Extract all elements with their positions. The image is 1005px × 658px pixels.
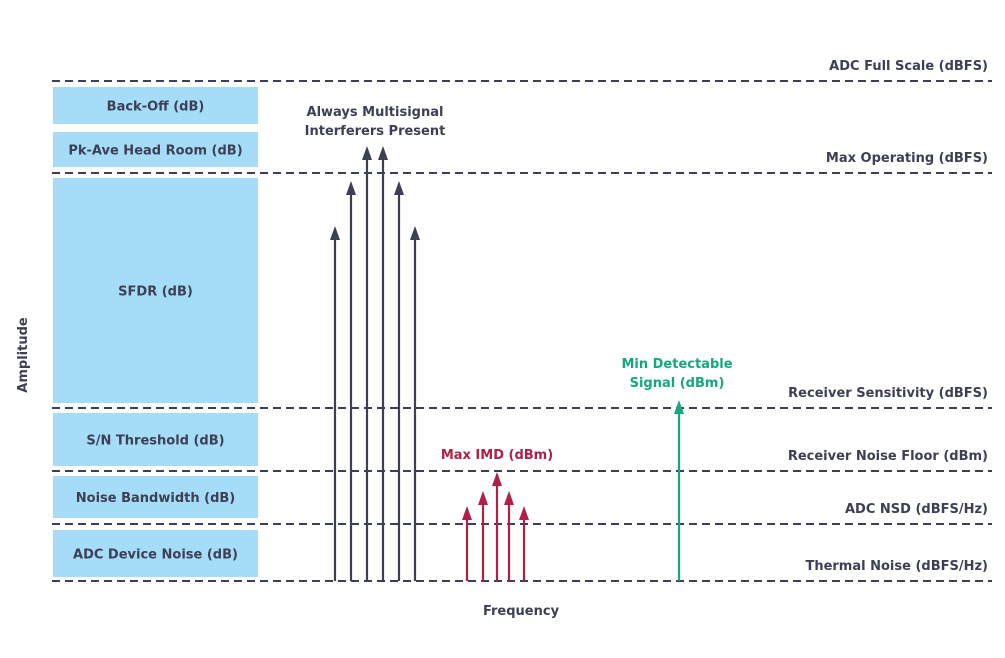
budget-box-label: SFDR (dB) xyxy=(118,285,193,300)
level-label: Max Operating (dBFS) xyxy=(826,151,988,166)
level-label: Thermal Noise (dBFS/Hz) xyxy=(805,559,988,574)
budget-box-label: Pk-Ave Head Room (dB) xyxy=(68,144,242,159)
budget-box xyxy=(53,87,258,124)
level-label: Receiver Noise Floor (dBm) xyxy=(788,449,988,464)
budget-box xyxy=(53,178,258,403)
interferer-arrow xyxy=(362,146,372,581)
budget-box-label: Noise Bandwidth (dB) xyxy=(76,491,235,506)
budget-box xyxy=(53,530,258,577)
interferer-arrow xyxy=(410,226,420,581)
budget-box-label: S/N Threshold (dB) xyxy=(86,434,224,449)
budget-box xyxy=(53,413,258,466)
interferer-arrow xyxy=(378,146,388,581)
imd-arrow xyxy=(519,506,529,581)
imd-label: Max IMD (dBm) xyxy=(441,448,553,463)
budget-box-label: Back-Off (dB) xyxy=(107,100,205,115)
interferer-arrow xyxy=(346,181,356,581)
budget-box-label: ADC Device Noise (dB) xyxy=(73,548,238,563)
imd-arrow xyxy=(492,472,502,581)
interferers-label-line2: Interferers Present xyxy=(305,124,446,139)
mds-label-line1: Min Detectable xyxy=(621,357,732,372)
mds-label-line2: Signal (dBm) xyxy=(630,376,725,391)
budget-box xyxy=(53,132,258,167)
imd-arrow xyxy=(462,506,472,581)
level-label: ADC Full Scale (dBFS) xyxy=(829,59,988,74)
y-axis-label: Amplitude xyxy=(16,317,31,393)
budget-box xyxy=(53,476,258,518)
interferers-label-line1: Always Multisignal xyxy=(307,105,444,120)
min-detectable-signal-arrow xyxy=(674,400,684,581)
interferer-arrow xyxy=(330,226,340,581)
imd-arrow xyxy=(478,491,488,581)
level-label: Receiver Sensitivity (dBFS) xyxy=(788,386,988,401)
level-label: ADC NSD (dBFS/Hz) xyxy=(845,502,988,517)
imd-arrow xyxy=(504,491,514,581)
interferer-arrow xyxy=(394,181,404,581)
x-axis-label: Frequency xyxy=(483,604,560,619)
